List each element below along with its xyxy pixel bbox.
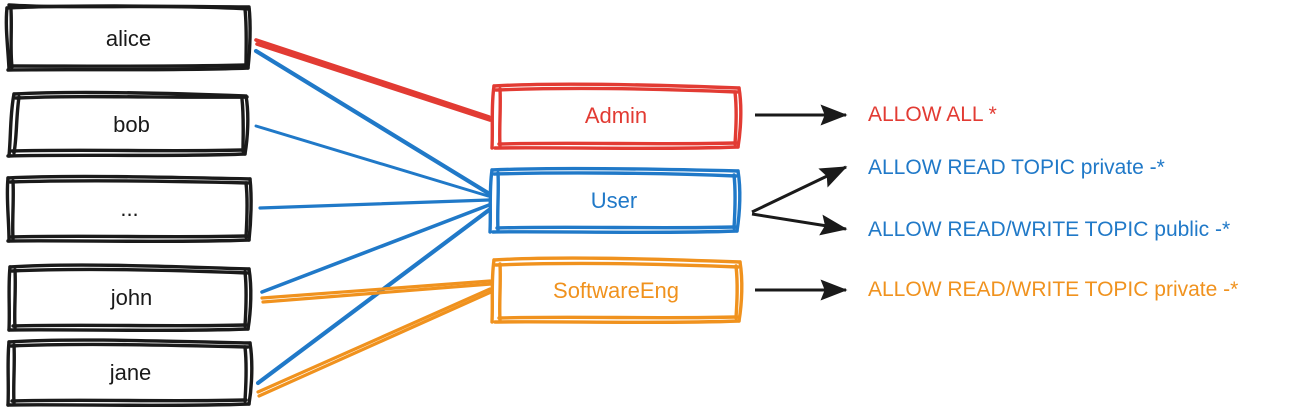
edge-jane-user	[255, 207, 492, 386]
user-box-john[interactable]	[7, 263, 253, 333]
user-box-alice[interactable]	[4, 3, 252, 72]
edge-alice-admin	[254, 38, 492, 122]
edge-bob-user	[254, 124, 490, 198]
edge-john-softwareeng	[260, 279, 493, 304]
policy-label-allow-all: ALLOW ALL *	[868, 103, 997, 126]
user-box-bob[interactable]	[6, 90, 250, 158]
arrow-user-readwrite-public	[751, 212, 848, 236]
edge-ellipsis-user	[258, 198, 491, 210]
edge-jane-softwareeng	[256, 287, 493, 398]
role-box-softwareeng[interactable]	[490, 256, 744, 325]
arrow-user-read-private	[751, 165, 848, 214]
policy-label-allow-read-topic-private: ALLOW READ TOPIC private -*	[868, 156, 1165, 179]
user-box-ellipsis[interactable]	[5, 174, 253, 244]
policy-label-allow-readwrite-topic-public: ALLOW READ/WRITE TOPIC public -*	[868, 218, 1231, 241]
policy-label-allow-readwrite-topic-private: ALLOW READ/WRITE TOPIC private -*	[868, 278, 1239, 301]
role-box-admin[interactable]	[490, 82, 743, 151]
edge-alice-user	[253, 48, 491, 196]
user-box-jane[interactable]	[6, 338, 254, 408]
role-box-user[interactable]	[488, 166, 742, 235]
edge-john-user	[260, 203, 491, 294]
